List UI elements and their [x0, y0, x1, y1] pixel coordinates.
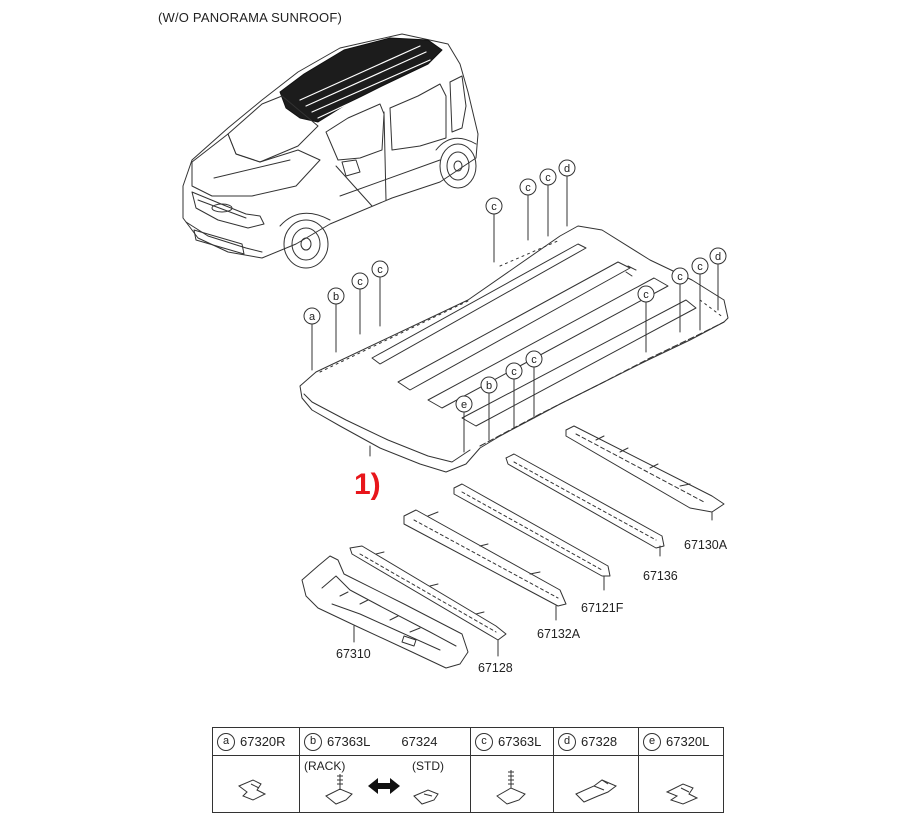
svg-text:c: c: [677, 271, 683, 283]
clip-67320R-icon: [238, 779, 267, 801]
part-67121F-shape: [453, 483, 611, 591]
legend-header-d: d 67328: [553, 727, 639, 756]
svg-text:d: d: [715, 251, 721, 263]
marker-c: c: [371, 260, 389, 278]
marker-e: e: [455, 395, 473, 413]
part-67132A-shape: [403, 509, 567, 621]
svg-text:b: b: [486, 380, 492, 392]
marker-c: c: [519, 178, 537, 196]
legend-key-b: b: [304, 732, 322, 751]
svg-text:e: e: [461, 399, 467, 411]
legend-part-a: 67320R: [240, 734, 286, 749]
marker-c: c: [485, 197, 503, 215]
marker-c: c: [539, 168, 557, 186]
legend-key-c: c: [475, 732, 493, 751]
diagram-caption: (W/O PANORAMA SUNROOF): [158, 10, 342, 25]
marker-c: c: [505, 362, 523, 380]
legend-key-d: d: [558, 732, 576, 751]
marker-leaders: [311, 175, 719, 453]
roof-panel: [299, 225, 729, 473]
legend-header-a: a 67320R: [212, 727, 300, 756]
car-illustration: [182, 33, 479, 269]
callout-markers: a b c c c c c d c c c d e b c c: [303, 159, 727, 413]
roof-glass-panel: [279, 37, 443, 123]
legend-rack-label: (RACK): [304, 759, 346, 773]
legend-part-b2: 67324: [401, 734, 438, 749]
part-label-67310: 67310: [336, 647, 371, 661]
marker-d: d: [558, 159, 576, 177]
marker-b: b: [480, 376, 498, 394]
legend-part-b: 67363L: [327, 734, 371, 749]
svg-text:c: c: [545, 172, 551, 184]
std-clip-icon: [413, 789, 439, 805]
double-arrow-icon: [368, 778, 400, 794]
part-label-67132A: 67132A: [537, 627, 581, 641]
marker-c: c: [691, 257, 709, 275]
legend-cell-e: [638, 755, 724, 813]
svg-text:a: a: [309, 311, 316, 323]
svg-text:c: c: [697, 261, 703, 273]
svg-text:d: d: [564, 163, 570, 175]
legend-key-a: a: [217, 732, 235, 751]
marker-b: b: [327, 287, 345, 305]
clip-67328-icon: [575, 779, 617, 803]
marker-c: c: [637, 285, 655, 303]
part-67130A-shape: [565, 425, 725, 521]
part-label-67128: 67128: [478, 661, 513, 675]
legend-header-b: b 67363L 67324: [299, 727, 471, 756]
clip-67320L-icon: [665, 783, 699, 805]
part-label-67136: 67136: [643, 569, 678, 583]
legend-part-c: 67363L: [498, 734, 542, 749]
rack-clip-icon: [325, 774, 353, 805]
clip-67363L-icon: [496, 770, 526, 805]
legend-cell-b: (RACK) (STD): [299, 755, 471, 813]
legend-header-c: c 67363L: [470, 727, 554, 756]
svg-text:b: b: [333, 291, 339, 303]
svg-text:c: c: [511, 366, 517, 378]
part-label-67130A: 67130A: [684, 538, 728, 552]
part-67136-shape: [505, 453, 665, 557]
marker-c: c: [525, 350, 543, 368]
legend-cell-a: [212, 755, 300, 813]
part-67310-shape: [301, 555, 469, 669]
legend-header-e: e 67320L: [638, 727, 724, 756]
marker-a: a: [303, 307, 321, 325]
svg-text:c: c: [531, 354, 537, 366]
callout-number: 1): [354, 468, 381, 501]
legend-key-e: e: [643, 732, 661, 751]
svg-text:c: c: [643, 289, 649, 301]
marker-d: d: [709, 247, 727, 265]
legend-part-e: 67320L: [666, 734, 710, 749]
svg-text:c: c: [491, 201, 497, 213]
part-label-67121F: 67121F: [581, 601, 624, 615]
part-67128-shape: [349, 545, 507, 657]
legend-cell-d: [553, 755, 639, 813]
svg-text:c: c: [357, 276, 363, 288]
svg-text:c: c: [525, 182, 531, 194]
legend-std-label: (STD): [412, 759, 444, 773]
svg-text:c: c: [377, 264, 383, 276]
marker-c: c: [351, 272, 369, 290]
legend-part-d: 67328: [581, 734, 618, 749]
marker-c: c: [671, 267, 689, 285]
legend-cell-c: [470, 755, 554, 813]
fastener-legend-table: a 67320R b 67363L 67324 c 67363L d 67328 e 673…: [212, 727, 724, 813]
clip-rack-std-icons: [325, 774, 439, 805]
